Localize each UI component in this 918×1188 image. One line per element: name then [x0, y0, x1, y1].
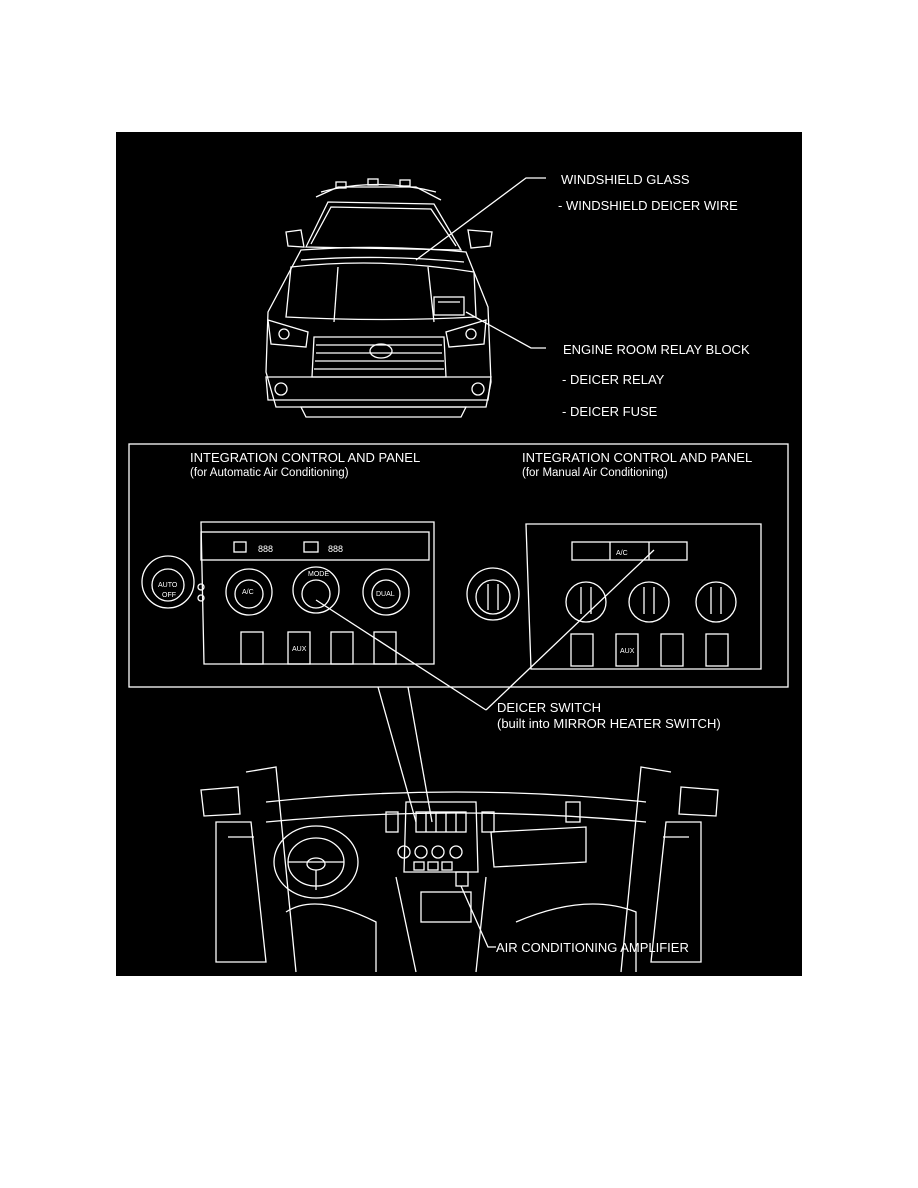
automatic-panel-title: INTEGRATION CONTROL AND PANEL — [190, 450, 421, 465]
label-deicer-switch-note: (built into MIRROR HEATER SWITCH) — [497, 716, 721, 731]
dashboard-interior — [200, 766, 719, 973]
leader-windshield — [415, 177, 546, 261]
manual-panel-title: INTEGRATION CONTROL AND PANEL — [522, 450, 753, 465]
manual-ac-button-label: A/C — [616, 550, 628, 557]
ac-knob-label: A/C — [242, 589, 254, 596]
manual-panel-subtitle: (for Manual Air Conditioning) — [522, 467, 668, 479]
label-engine-room-relay-block: ENGINE ROOM RELAY BLOCK — [563, 342, 750, 357]
panel-micro-text: AUTO OFF A/C MODE DUAL 888 888 AUX A/C A… — [158, 544, 635, 655]
auto-aux-label: AUX — [292, 646, 307, 653]
display-left: 888 — [258, 544, 273, 554]
leader-deicer-manual — [485, 549, 655, 711]
display-right: 888 — [328, 544, 343, 554]
manual-ac-panel — [466, 523, 762, 670]
label-air-conditioning-amplifier: AIR CONDITIONING AMPLIFIER — [496, 940, 689, 955]
label-windshield-glass: WINDSHIELD GLASS — [561, 172, 690, 187]
auto-knob-label: AUTO — [158, 582, 178, 589]
label-deicer-relay: - DEICER RELAY — [562, 372, 665, 387]
label-windshield-deicer-wire: - WINDSHIELD DEICER WIRE — [558, 198, 738, 213]
label-deicer-fuse: - DEICER FUSE — [562, 404, 658, 419]
leader-relay-block — [465, 311, 546, 349]
mode-knob-label: MODE — [308, 571, 329, 578]
callout-right — [407, 686, 433, 823]
diagram-figure: AUTO OFF A/C MODE DUAL 888 888 AUX A/C A… — [116, 132, 802, 976]
callout-left — [377, 686, 417, 823]
manual-aux-label: AUX — [620, 648, 635, 655]
diagram-drawing: AUTO OFF A/C MODE DUAL 888 888 AUX A/C A… — [128, 177, 789, 973]
automatic-ac-panel — [141, 521, 435, 665]
panel-frame — [128, 443, 789, 688]
dual-knob-label: DUAL — [376, 591, 395, 598]
off-knob-label: OFF — [162, 592, 176, 599]
leader-amplifier — [460, 885, 496, 948]
automatic-panel-subtitle: (for Automatic Air Conditioning) — [190, 467, 349, 479]
label-deicer-switch: DEICER SWITCH — [497, 700, 601, 715]
leader-deicer-auto — [315, 599, 487, 711]
truck-front-view — [265, 178, 493, 418]
